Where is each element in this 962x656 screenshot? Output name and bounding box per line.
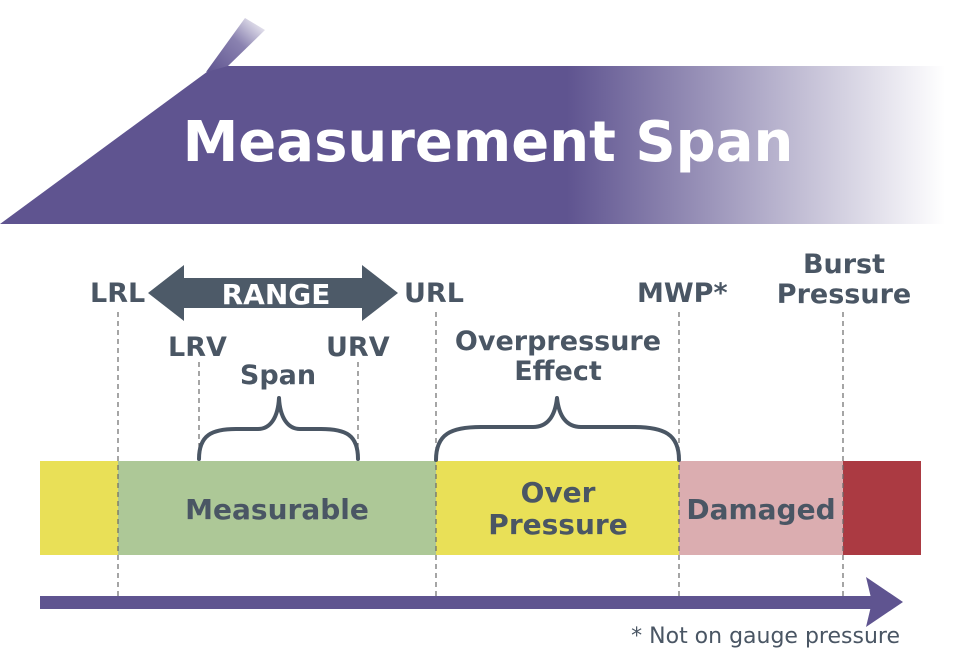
over-pressure-line1: Over <box>520 476 596 509</box>
zone-burst <box>843 461 921 555</box>
overpressure-label-line2: Effect <box>514 356 602 387</box>
burst-label-line1: Burst <box>802 249 886 280</box>
over-pressure-line2: Pressure <box>488 508 628 541</box>
url-label: URL <box>404 278 464 309</box>
zone-measurable <box>118 461 436 555</box>
banner-shape <box>0 66 945 224</box>
zone-over-pressure-label: Over Pressure <box>488 477 627 541</box>
zone-damaged <box>679 461 843 555</box>
axis-bar <box>40 596 886 609</box>
lrl-label: LRL <box>90 278 146 309</box>
span-brace <box>197 396 360 461</box>
overpressure-effect-label: Overpressure Effect <box>455 327 661 387</box>
zone-measurable-label: Measurable <box>185 493 369 526</box>
mwp-label: MWP* <box>637 278 728 309</box>
zone-below-lrl <box>40 461 118 555</box>
range-arrow <box>148 265 398 321</box>
zone-over-pressure <box>436 461 679 555</box>
overpressure-brace <box>434 396 681 462</box>
burst-pressure-label: Burst Pressure <box>777 250 911 310</box>
urv-label: URV <box>326 332 390 363</box>
span-label: Span <box>239 360 317 391</box>
footnote: * Not on gauge pressure <box>631 624 900 649</box>
zone-damaged-label: Damaged <box>686 493 836 526</box>
overpressure-label-line1: Overpressure <box>454 326 662 357</box>
lrv-label: LRV <box>168 332 227 363</box>
banner-tip <box>206 18 265 72</box>
range-label: RANGE <box>221 278 331 311</box>
banner-title: Measurement Span <box>182 110 794 175</box>
axis-arrowhead <box>866 577 903 627</box>
burst-label-line2: Pressure <box>776 279 912 310</box>
